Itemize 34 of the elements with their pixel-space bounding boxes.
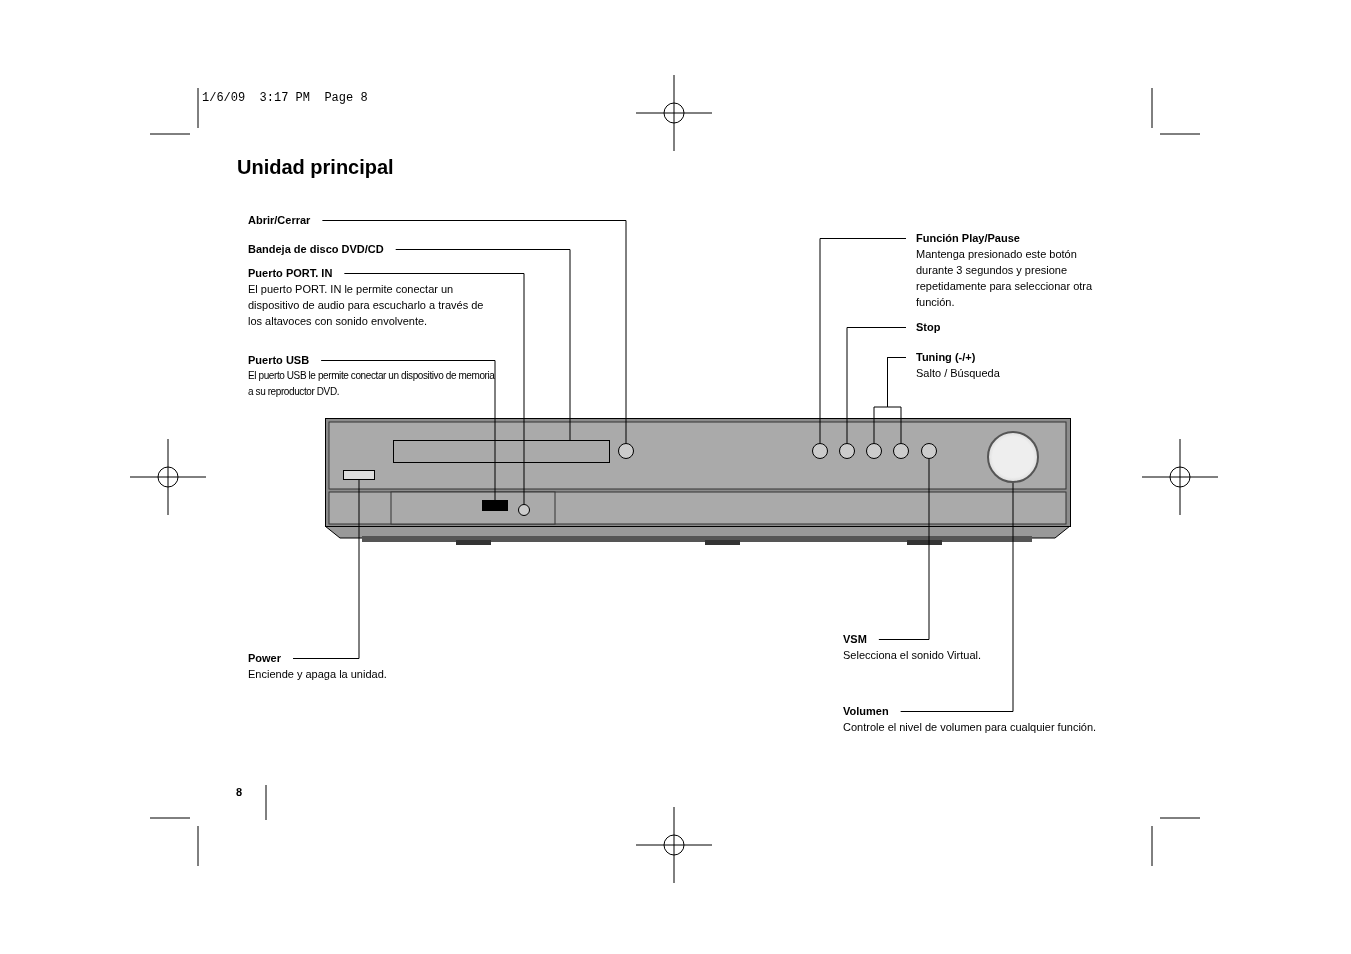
callout-description: El puerto PORT. IN le permite conectar un dispositivo de audio para escucharlo a través de los altavoces con sonido envolvente. — [248, 282, 485, 329]
dvd-receiver-drawing — [325, 418, 1071, 546]
callout-heading: Bandeja de disco DVD/CD — [248, 242, 384, 257]
print-slug: 1/6/09 3:17 PM Page 8 — [202, 91, 368, 105]
leader-line — [395, 249, 571, 441]
callout-heading: Abrir/Cerrar — [248, 213, 311, 228]
usb-port — [482, 500, 508, 511]
leader-line — [321, 220, 627, 444]
callout-heading: Volumen — [843, 704, 889, 719]
callout-heading: Power — [248, 651, 281, 666]
callout-description: Mantenga presionado este botón durante 3 segundos y presione repetidamente para seleccionar otra función. — [916, 247, 1094, 310]
callout-heading: Stop — [916, 320, 941, 335]
page-number: 8 — [236, 786, 243, 798]
leader-line — [900, 482, 1014, 712]
leader-line — [292, 479, 360, 659]
leader-line — [819, 238, 907, 444]
callout-heading: Puerto PORT. IN — [248, 266, 333, 281]
callout-description: Enciende y apaga la unidad. — [248, 667, 388, 682]
callout-description: El puerto USB le permite conectar un dispositivo de memoria a su reproductor DVD. — [248, 369, 496, 399]
leader-line — [878, 458, 930, 640]
callout-description: Selecciona el sonido Virtual. — [843, 648, 982, 663]
leader-line — [320, 360, 496, 501]
callout-description: Controle el nivel de volumen para cualquier función. — [843, 720, 1098, 735]
callout-heading: VSM — [843, 632, 867, 647]
disc-tray — [393, 440, 610, 463]
callout-heading: Tuning (-/+) — [916, 350, 976, 365]
leader-line — [887, 357, 907, 444]
leader-line — [343, 273, 525, 505]
callout-heading: Función Play/Pause — [916, 231, 1020, 246]
leader-line — [846, 327, 907, 444]
page-title: Unidad principal — [237, 156, 394, 179]
callout-heading: Puerto USB — [248, 353, 310, 368]
power-button — [343, 470, 375, 480]
callout-description: Salto / Búsqueda — [916, 366, 1001, 381]
